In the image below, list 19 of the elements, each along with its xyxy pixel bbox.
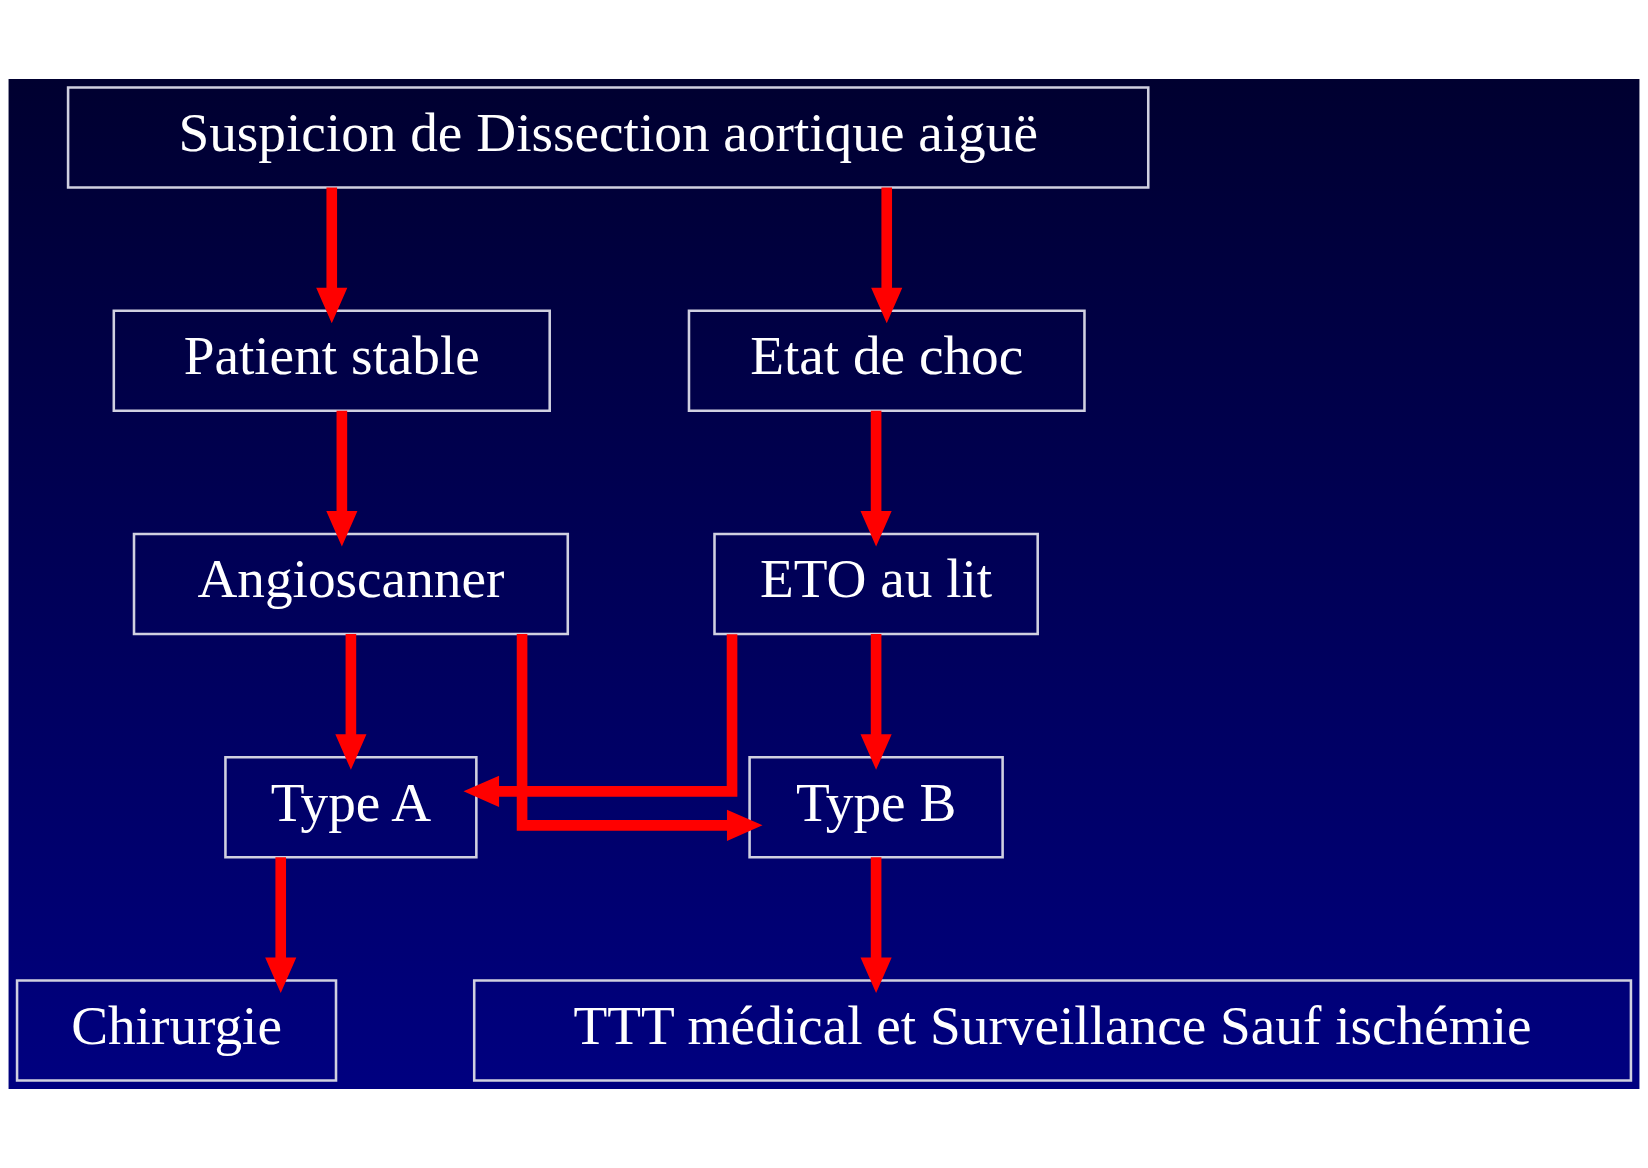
arrow [335,634,367,770]
node-box: Suspicion de Dissection aortique aiguë [66,86,1150,189]
arrow [326,410,358,547]
node-box: Type B [748,756,1004,859]
arrow [860,410,892,547]
node-box: TTT médical et Surveillance Sauf ischémie [472,979,1633,1082]
node-box: Angioscanner [132,532,570,636]
node-box: Type A [224,756,478,859]
arrow [860,857,892,994]
node-box: Chirurgie [15,979,338,1082]
node-box: Patient stable [112,309,551,412]
arrow [463,634,738,807]
arrow [860,634,892,770]
arrow [871,187,903,324]
node-box: ETO au lit [713,532,1039,636]
node-box: Etat de choc [687,309,1086,412]
arrow [516,634,763,841]
arrow [265,857,297,994]
arrow [316,187,348,324]
